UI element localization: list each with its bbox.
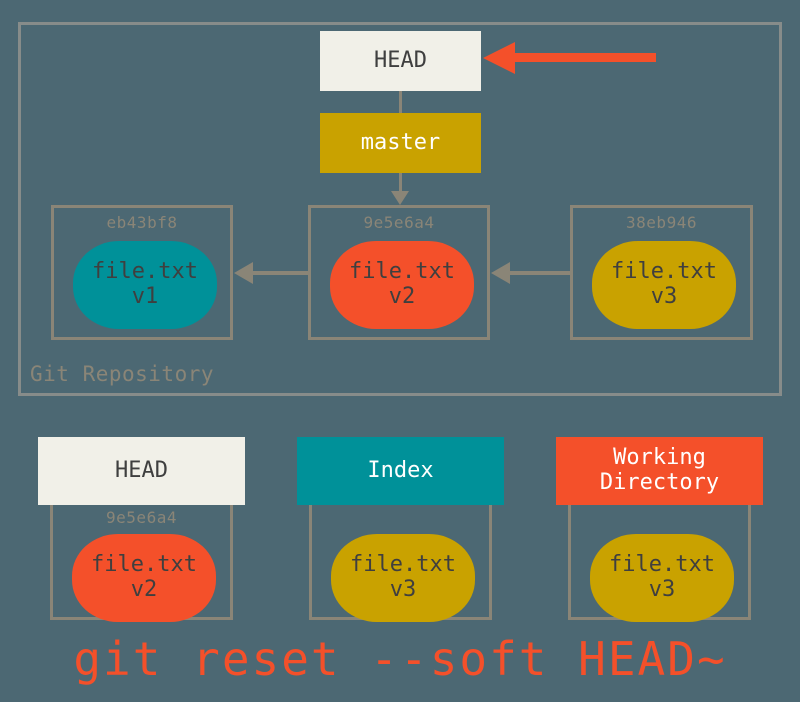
- tree-header-working-directory[interactable]: Working Directory: [556, 437, 763, 505]
- connector-commit3-to-commit2: [510, 271, 570, 275]
- tree-container-head: 9e5e6a4 file.txt v2: [50, 505, 233, 622]
- tree-sha-head: 9e5e6a4: [106, 508, 177, 527]
- connector-head-to-master: [399, 91, 402, 113]
- commit-blob-v1: file.txt v1: [73, 241, 217, 329]
- commit-blob-version-v1: v1: [131, 284, 159, 309]
- commit-blob-version-v3: v3: [650, 284, 678, 309]
- tree-blob-version-head: v2: [130, 577, 158, 602]
- master-branch-label: master: [360, 129, 441, 155]
- callout-arrow-head-icon: [483, 42, 515, 74]
- commit-blob-v3: file.txt v3: [592, 241, 736, 329]
- tree-header-index[interactable]: Index: [297, 437, 504, 505]
- commit-box-eb43bf8[interactable]: eb43bf8 file.txt v1: [51, 205, 233, 340]
- tree-blob-version-working-directory: v3: [648, 577, 676, 602]
- command-caption: git reset --soft HEAD~: [73, 632, 727, 686]
- commit-blob-v2: file.txt v2: [330, 241, 474, 329]
- master-branch-box[interactable]: master: [320, 113, 481, 173]
- tree-container-working-directory: file.txt v3: [568, 505, 751, 622]
- tree-blob-filename-index: file.txt: [350, 552, 456, 578]
- commit-blob-filename-v1: file.txt: [92, 259, 198, 285]
- tree-header-label-working-line2: Directory: [599, 470, 720, 495]
- tree-blob-index: file.txt v3: [331, 534, 475, 622]
- commit-blob-version-v2: v2: [388, 284, 416, 309]
- commit-blob-filename-v2: file.txt: [349, 259, 455, 285]
- arrow-down-icon: [391, 191, 409, 205]
- head-pointer-box[interactable]: HEAD: [320, 31, 481, 91]
- tree-header-label-head: HEAD: [115, 457, 168, 483]
- commit-blob-filename-v3: file.txt: [611, 259, 717, 285]
- tree-header-label-working-line1: Working: [613, 445, 706, 471]
- commit-sha-eb43bf8: eb43bf8: [106, 213, 178, 232]
- commit-sha-38eb946: 38eb946: [626, 213, 697, 232]
- tree-blob-filename-head: file.txt: [91, 552, 197, 578]
- tree-header-label-index: Index: [367, 457, 434, 483]
- commit-box-38eb946[interactable]: 38eb946 file.txt v3: [570, 205, 753, 340]
- tree-header-head[interactable]: HEAD: [38, 437, 245, 505]
- tree-blob-version-index: v3: [389, 577, 417, 602]
- git-repository-frame: [18, 22, 782, 396]
- connector-master-to-commit: [399, 173, 402, 193]
- tree-blob-working-directory: file.txt v3: [590, 534, 734, 622]
- head-pointer-label: HEAD: [374, 47, 427, 73]
- commit-box-9e5e6a4[interactable]: 9e5e6a4 file.txt v2: [308, 205, 490, 340]
- tree-container-index: file.txt v3: [309, 505, 492, 622]
- commit-sha-9e5e6a4: 9e5e6a4: [363, 213, 435, 232]
- connector-commit2-to-commit1: [253, 271, 309, 275]
- tree-blob-filename-working-directory: file.txt: [609, 552, 715, 578]
- tree-blob-head: file.txt v2: [72, 534, 216, 622]
- arrow-left-icon-1: [234, 262, 253, 284]
- callout-arrow-shaft: [513, 53, 656, 62]
- arrow-left-icon-2: [491, 262, 510, 284]
- git-repository-label: Git Repository: [30, 362, 215, 386]
